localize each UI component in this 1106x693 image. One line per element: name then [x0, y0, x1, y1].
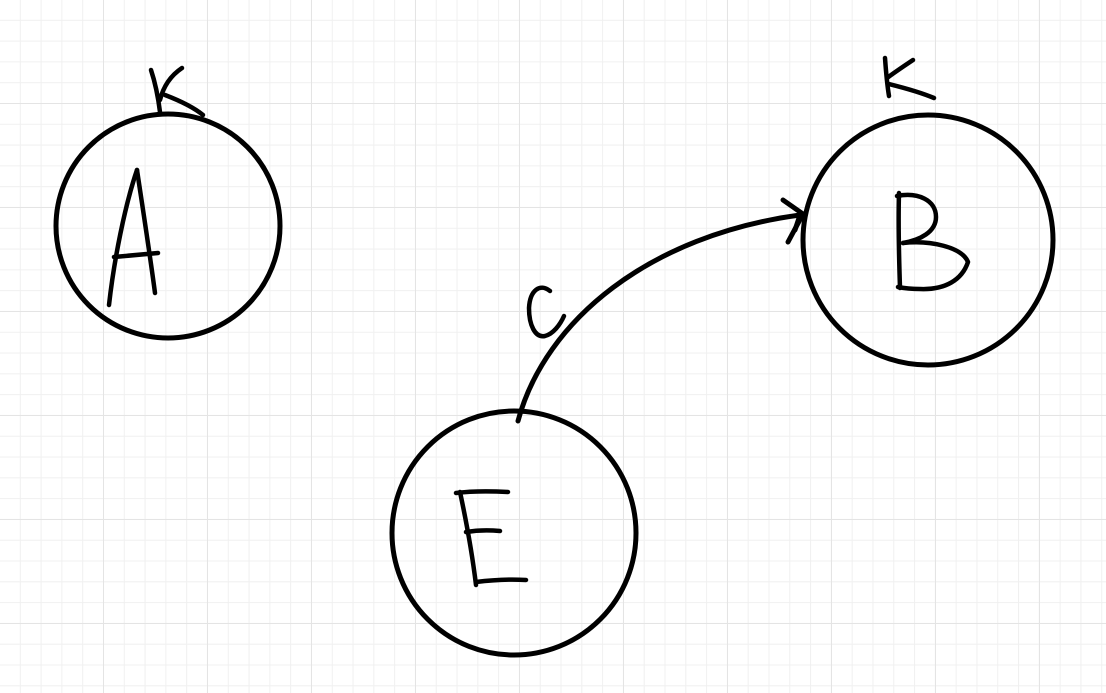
- node-e-circle: [389, 408, 639, 658]
- node-b[interactable]: [800, 55, 1056, 368]
- node-a-letter: [106, 167, 161, 308]
- node-e[interactable]: [389, 408, 639, 658]
- node-a-self-loop: [148, 65, 206, 118]
- node-a-circle: [53, 111, 283, 341]
- edge-label-c: [526, 285, 567, 339]
- node-b-letter: [894, 190, 971, 292]
- edge-e-to-b-line: [515, 212, 803, 424]
- edge-e-to-b[interactable]: [515, 197, 806, 424]
- node-e-letter: [453, 489, 529, 588]
- node-b-self-loop: [882, 55, 937, 101]
- arrowhead: [780, 197, 806, 245]
- node-b-circle: [800, 112, 1056, 368]
- node-a[interactable]: [53, 65, 283, 341]
